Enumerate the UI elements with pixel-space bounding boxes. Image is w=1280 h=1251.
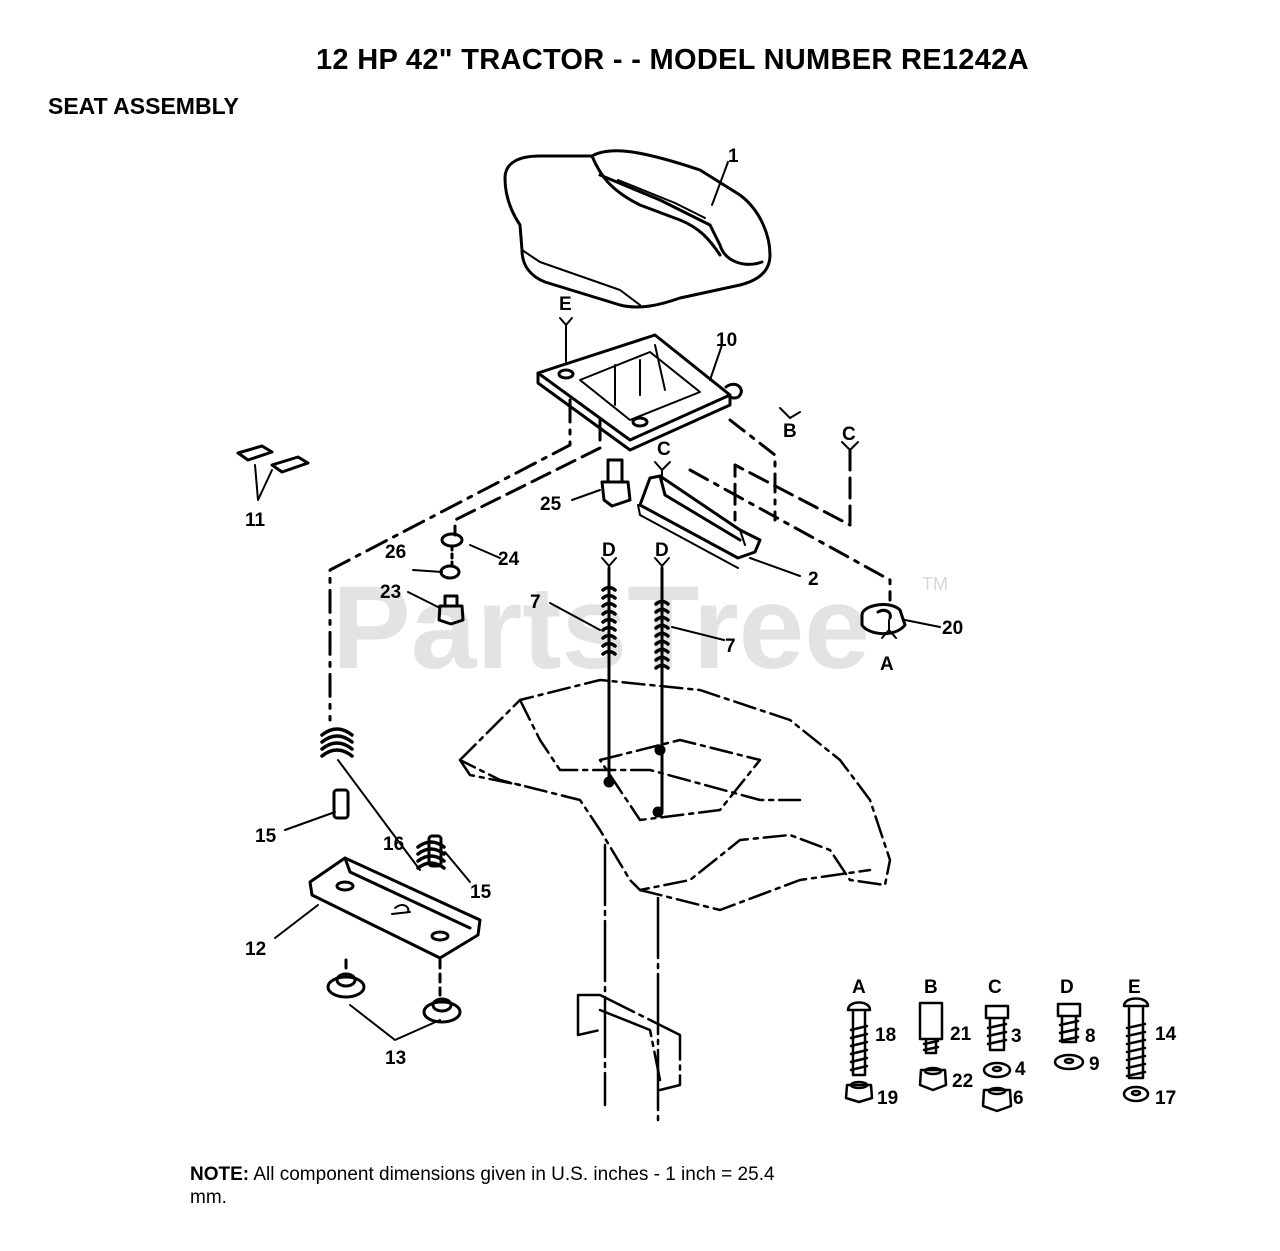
hardware-legend: A 18 19 B 21 22 C 3 4 6 D 8 9 E 14 17	[852, 977, 1177, 1109]
connector-a: A	[880, 654, 894, 675]
connector-e: E	[559, 294, 572, 315]
hardware-a-part-19: 19	[877, 1088, 898, 1109]
seat-pan	[536, 333, 743, 452]
tractor-body-phantom	[458, 678, 892, 912]
callout-2: 2	[808, 569, 819, 590]
callout-11: 11	[245, 510, 266, 531]
callout-13: 13	[385, 1048, 406, 1069]
callout-24: 24	[498, 549, 520, 570]
seat-tags	[236, 444, 310, 474]
leader-c-bracket	[728, 418, 777, 522]
callout-16: 16	[383, 834, 404, 855]
leader-pan-to-spacer	[453, 418, 602, 537]
watermark-tm: TM	[922, 574, 948, 594]
callout-7-left: 7	[530, 592, 541, 613]
connector-d-left: D	[602, 540, 616, 561]
bushing-left	[326, 972, 366, 999]
hardware-c-washer	[982, 1061, 1012, 1079]
hardware-e-part-14: 14	[1155, 1024, 1177, 1045]
hardware-d-bolt	[1056, 1002, 1082, 1044]
connector-c-mid: C	[657, 439, 671, 460]
frame-phantom	[576, 843, 682, 1122]
spring-rod-left	[601, 566, 617, 788]
hardware-b-part-22: 22	[952, 1071, 973, 1092]
lower-seat-bracket	[308, 856, 482, 960]
connector-marks	[559, 317, 897, 639]
watermark: PartsTree TM	[332, 562, 948, 694]
callout-10: 10	[716, 330, 737, 351]
leader-to-part-20	[688, 468, 892, 602]
hardware-a-letter: A	[852, 977, 866, 998]
leader-bracket-to-bushing	[344, 958, 442, 997]
callout-12: 12	[245, 939, 266, 960]
callout-26: 26	[385, 542, 406, 563]
lower-spring-left	[320, 727, 354, 758]
hardware-c-part-3: 3	[1011, 1026, 1022, 1047]
bushing-right	[422, 997, 462, 1024]
connector-c-right: C	[842, 424, 856, 445]
watermark-text: PartsTree	[332, 562, 870, 694]
washer-stack	[437, 532, 465, 626]
callout-7-right: 7	[725, 636, 736, 657]
connector-d-right: D	[655, 540, 669, 561]
callout-20: 20	[942, 618, 963, 639]
hardware-b-part-21: 21	[950, 1024, 972, 1045]
hardware-b-letter: B	[924, 977, 938, 998]
seat-cushion	[503, 149, 772, 309]
callout-15-left: 15	[255, 826, 277, 847]
hardware-c-part-6: 6	[1013, 1088, 1024, 1109]
shoulder-bolt	[600, 458, 632, 508]
hardware-e-washer	[1122, 1085, 1150, 1103]
hardware-a-bolt	[846, 1001, 872, 1077]
hardware-e-letter: E	[1128, 977, 1141, 998]
connector-b: B	[783, 421, 797, 442]
callout-1: 1	[728, 146, 739, 167]
hardware-e-part-17: 17	[1155, 1088, 1176, 1109]
dimension-note: NOTE: All component dimensions given in …	[190, 1163, 810, 1209]
hardware-a-nut	[844, 1080, 874, 1104]
note-label: NOTE:	[190, 1164, 250, 1185]
hardware-c-nut	[981, 1086, 1013, 1113]
callout-15-right: 15	[470, 882, 492, 903]
hardware-d-part-9: 9	[1089, 1054, 1100, 1075]
callout-23: 23	[380, 582, 401, 603]
pin-left	[332, 788, 350, 820]
callout-25: 25	[540, 494, 562, 515]
hardware-a-part-18: 18	[875, 1025, 896, 1046]
leader-pan-to-bracket	[328, 398, 572, 722]
leader-c-right	[733, 448, 852, 527]
lower-spring-right	[416, 840, 446, 870]
page-title: 12 HP 42" TRACTOR - - MODEL NUMBER RE124…	[316, 44, 1029, 76]
hardware-c-bolt	[984, 1004, 1010, 1052]
hardware-d-part-8: 8	[1085, 1026, 1096, 1047]
hardware-d-washer	[1053, 1053, 1085, 1071]
hardware-b-nut	[918, 1066, 948, 1092]
note-text: All component dimensions given in U.S. i…	[190, 1164, 775, 1208]
pin-right	[427, 834, 443, 868]
hardware-b-bolt	[918, 1001, 944, 1055]
spring-rod-right	[652, 566, 670, 818]
callout-leaders	[254, 161, 941, 1041]
hardware-c-letter: C	[988, 977, 1002, 998]
hardware-c-part-4: 4	[1015, 1059, 1026, 1080]
hardware-e-bolt	[1122, 997, 1150, 1080]
seat-bracket	[637, 474, 762, 569]
retaining-clip	[860, 603, 907, 636]
section-title: SEAT ASSEMBLY	[48, 93, 239, 119]
hardware-d-letter: D	[1060, 977, 1074, 998]
